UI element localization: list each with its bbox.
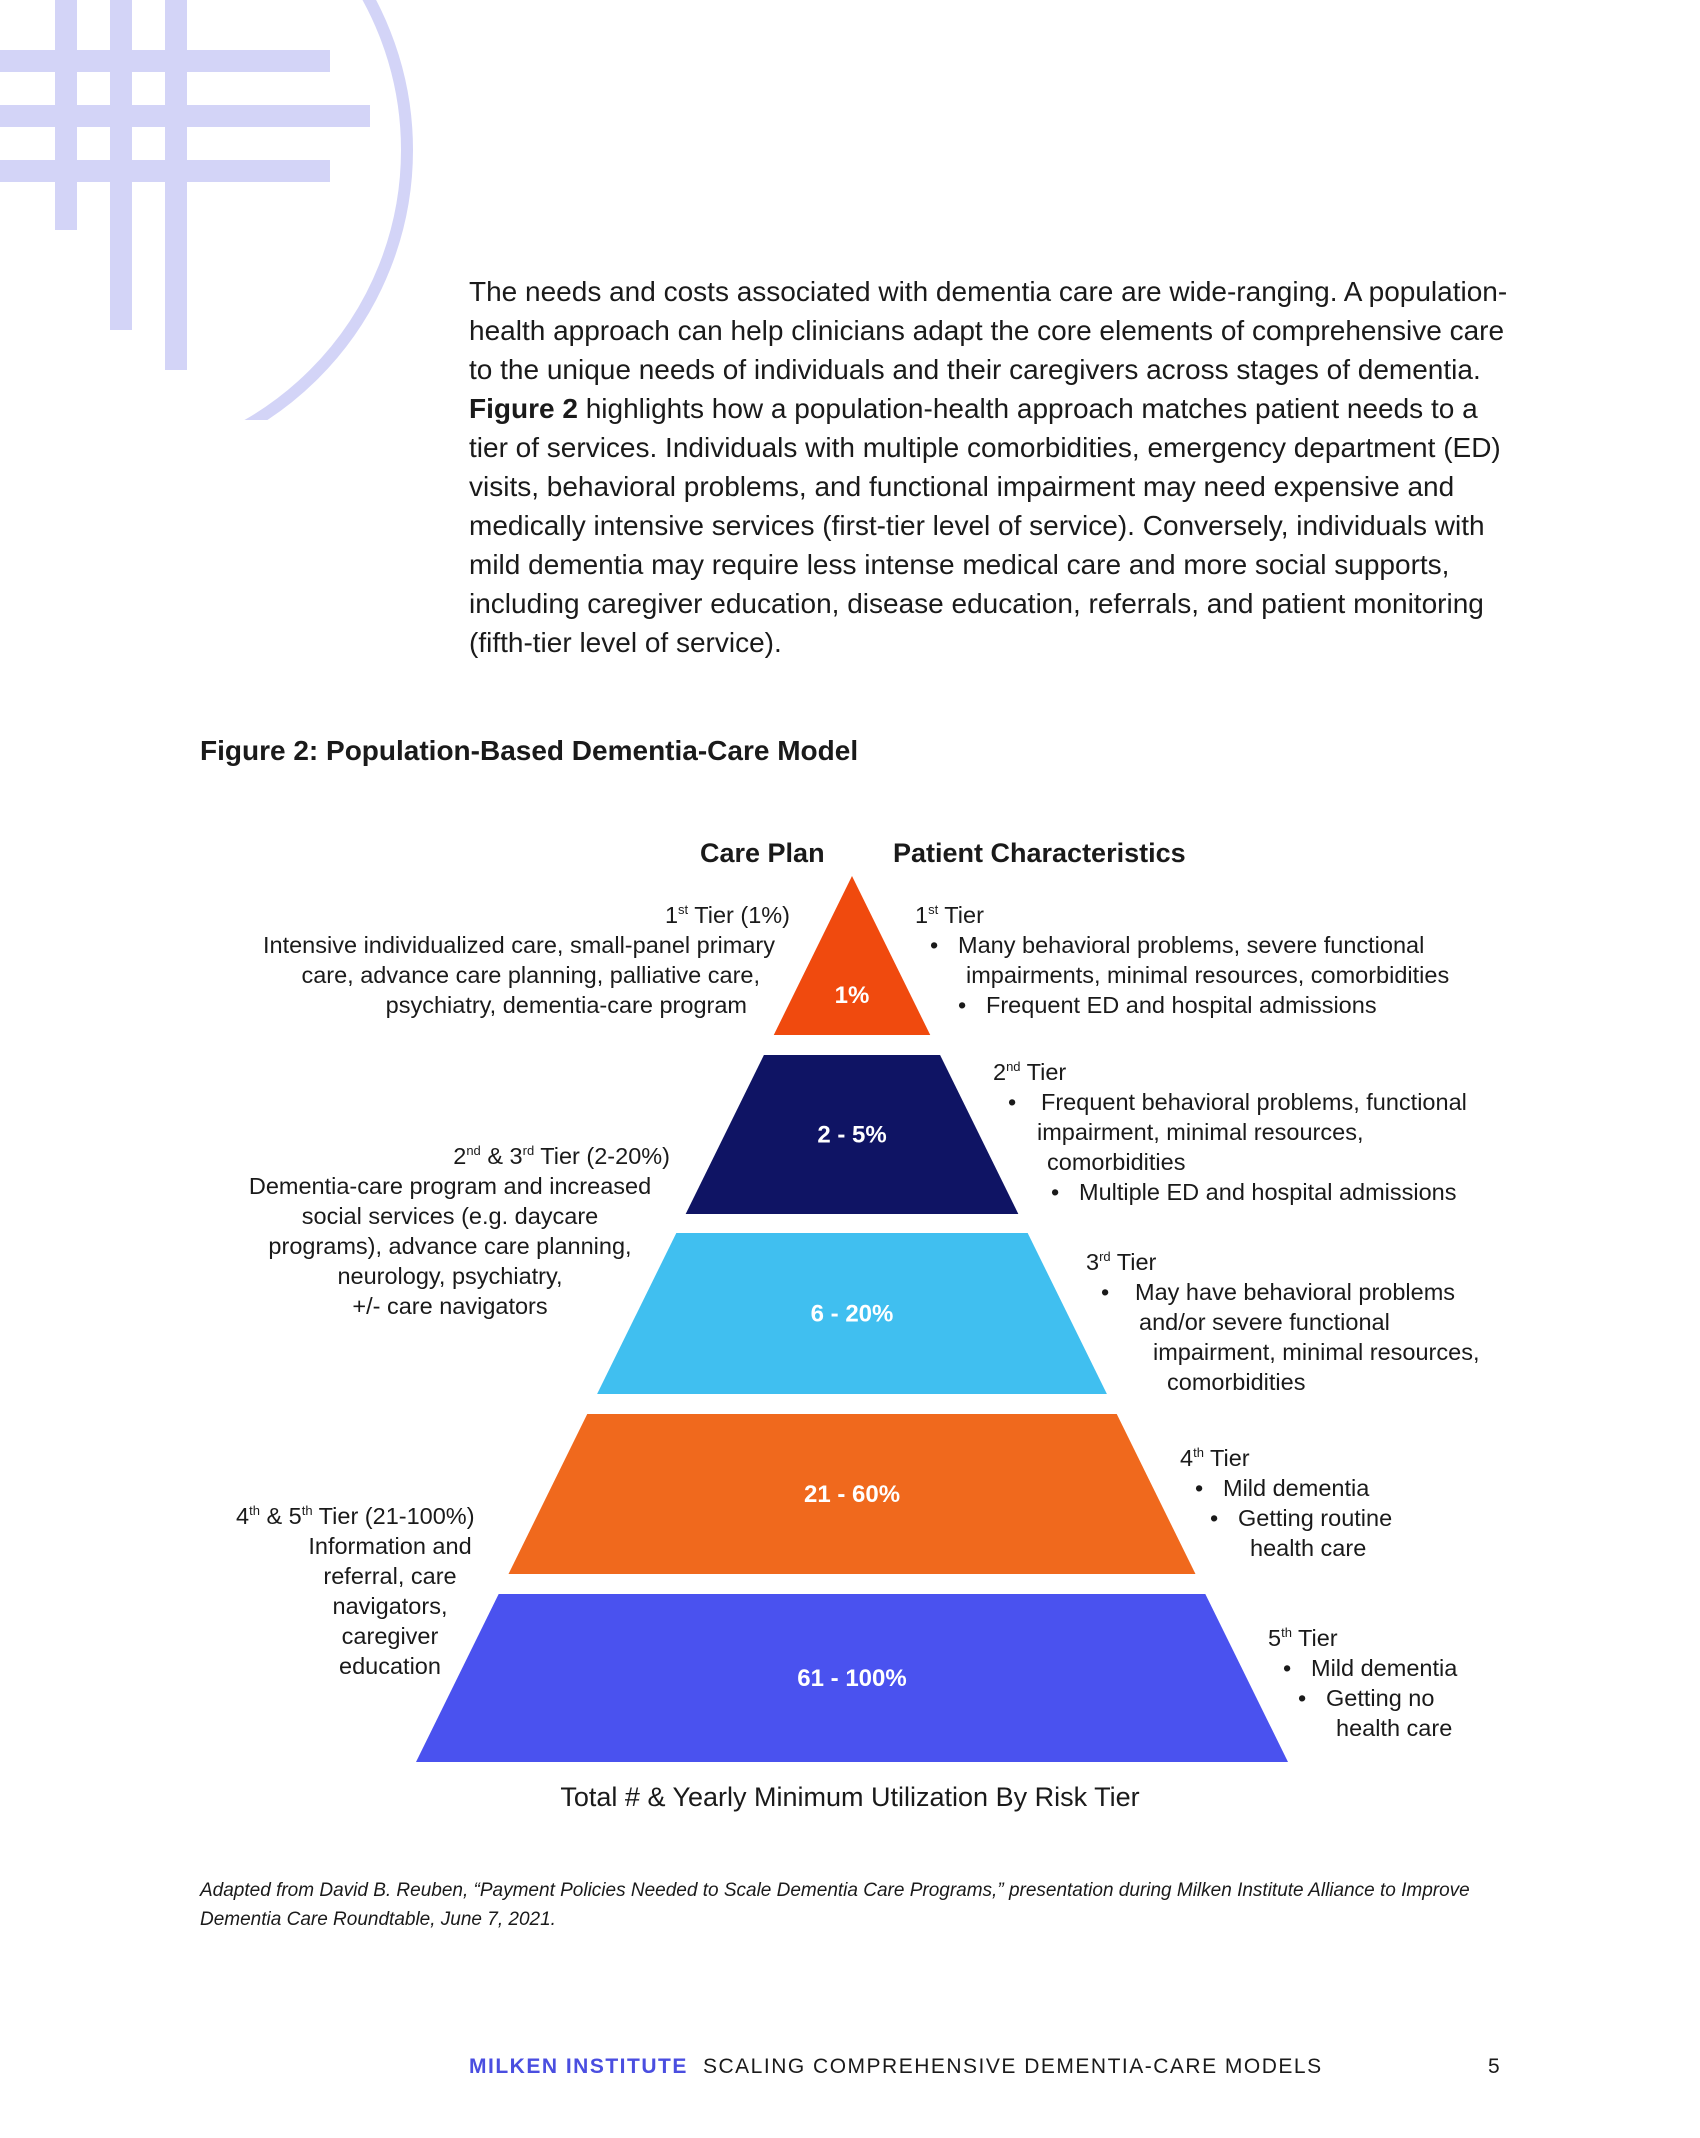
patient-characteristics-heading: Patient Characteristics [893, 838, 1186, 868]
footer-title: SCALING COMPREHENSIVE DEMENTIA-CARE MODE… [703, 2055, 1323, 2078]
figure-source-note: Adapted from David B. Reuben, “Payment P… [200, 1880, 1470, 1930]
care-plan-heading: Care Plan [700, 838, 825, 868]
characteristics-tier-2-heading: 2nd Tier [993, 1059, 1067, 1085]
milken-logo-mark [0, 0, 413, 420]
pyramid-x-label: Total # & Yearly Minimum Utilization By … [560, 1782, 1140, 1812]
characteristics-tier-3-heading: 3rd Tier [1086, 1249, 1157, 1275]
bullet-item: Frequent behavioral problems, functional… [1008, 1087, 1513, 1177]
care-plan-tier-4-5-text: Information and referral, care navigator… [308, 1533, 472, 1679]
care-plan-tier-1: 1st Tier (1%) [200, 900, 790, 930]
pyramid-tier-2-label: 2 - 5% [817, 1122, 886, 1149]
footer-brand: MILKEN INSTITUTE [469, 2055, 688, 2078]
characteristics-tier-3: 3rd Tier May have behavioral problemsand… [1086, 1247, 1516, 1397]
characteristics-tier-2: 2nd Tier Frequent behavioral problems, f… [993, 1057, 1513, 1207]
characteristics-tier-5-heading: 5th Tier [1268, 1625, 1338, 1651]
care-plan-tier-1-line-3: psychiatry, dementia-care program [385, 992, 747, 1018]
care-plan-tier-2-3-heading: 2nd & 3rd Tier (2-20%) [453, 1143, 670, 1169]
pyramid-tier-2 [685, 1055, 1019, 1214]
care-plan-tier-1-heading: 1st Tier (1%) [664, 902, 790, 928]
bullet-item: Mild dementia [1195, 1473, 1480, 1503]
pyramid-tier-3-label: 6 - 20% [811, 1301, 894, 1328]
pyramid-tier-1-label: 1% [835, 982, 870, 1009]
care-plan-tier-1-line-2: care, advance care planning, palliative … [301, 962, 760, 988]
bullet-item: Frequent ED and hospital admissions [958, 990, 1515, 1020]
bullet-item: Mild dementia [1283, 1653, 1498, 1683]
pyramid-tier-1 [773, 876, 931, 1035]
figure-reference: Figure 2 [469, 393, 578, 424]
pyramid-tier-4 [508, 1414, 1196, 1574]
pyramid-tier-4-label: 21 - 60% [804, 1481, 900, 1508]
bullet-item: Many behavioral problems, severe functio… [930, 930, 1515, 990]
figure-title: Figure 2: Population-Based Dementia-Care… [200, 735, 859, 766]
characteristics-tier-5: 5th Tier Mild dementia Getting nohealth … [1268, 1623, 1498, 1743]
pyramid-tier-5 [416, 1594, 1288, 1762]
care-plan-tier-4-5-heading: 4th & 5th Tier (21-100%) [236, 1503, 475, 1529]
care-plan-tier-1-text: Intensive individualized care, small-pan… [262, 932, 775, 958]
intro-paragraph: The needs and costs associated with deme… [469, 276, 1508, 658]
characteristics-tier-4: 4th Tier Mild dementia Getting routinehe… [1180, 1443, 1480, 1563]
characteristics-tier-1: 1st Tier Many behavioral problems, sever… [915, 900, 1515, 1020]
characteristics-tier-1-heading: 1st Tier [915, 902, 984, 928]
bullet-item: Multiple ED and hospital admissions [1051, 1177, 1513, 1207]
characteristics-tier-4-heading: 4th Tier [1180, 1445, 1250, 1471]
pyramid-tier-5-label: 61 - 100% [797, 1665, 906, 1692]
page-number: 5 [1488, 2055, 1500, 2078]
care-plan-tier-2-3: 2nd & 3rd Tier (2-20%) Dementia-care pro… [210, 1141, 690, 1321]
